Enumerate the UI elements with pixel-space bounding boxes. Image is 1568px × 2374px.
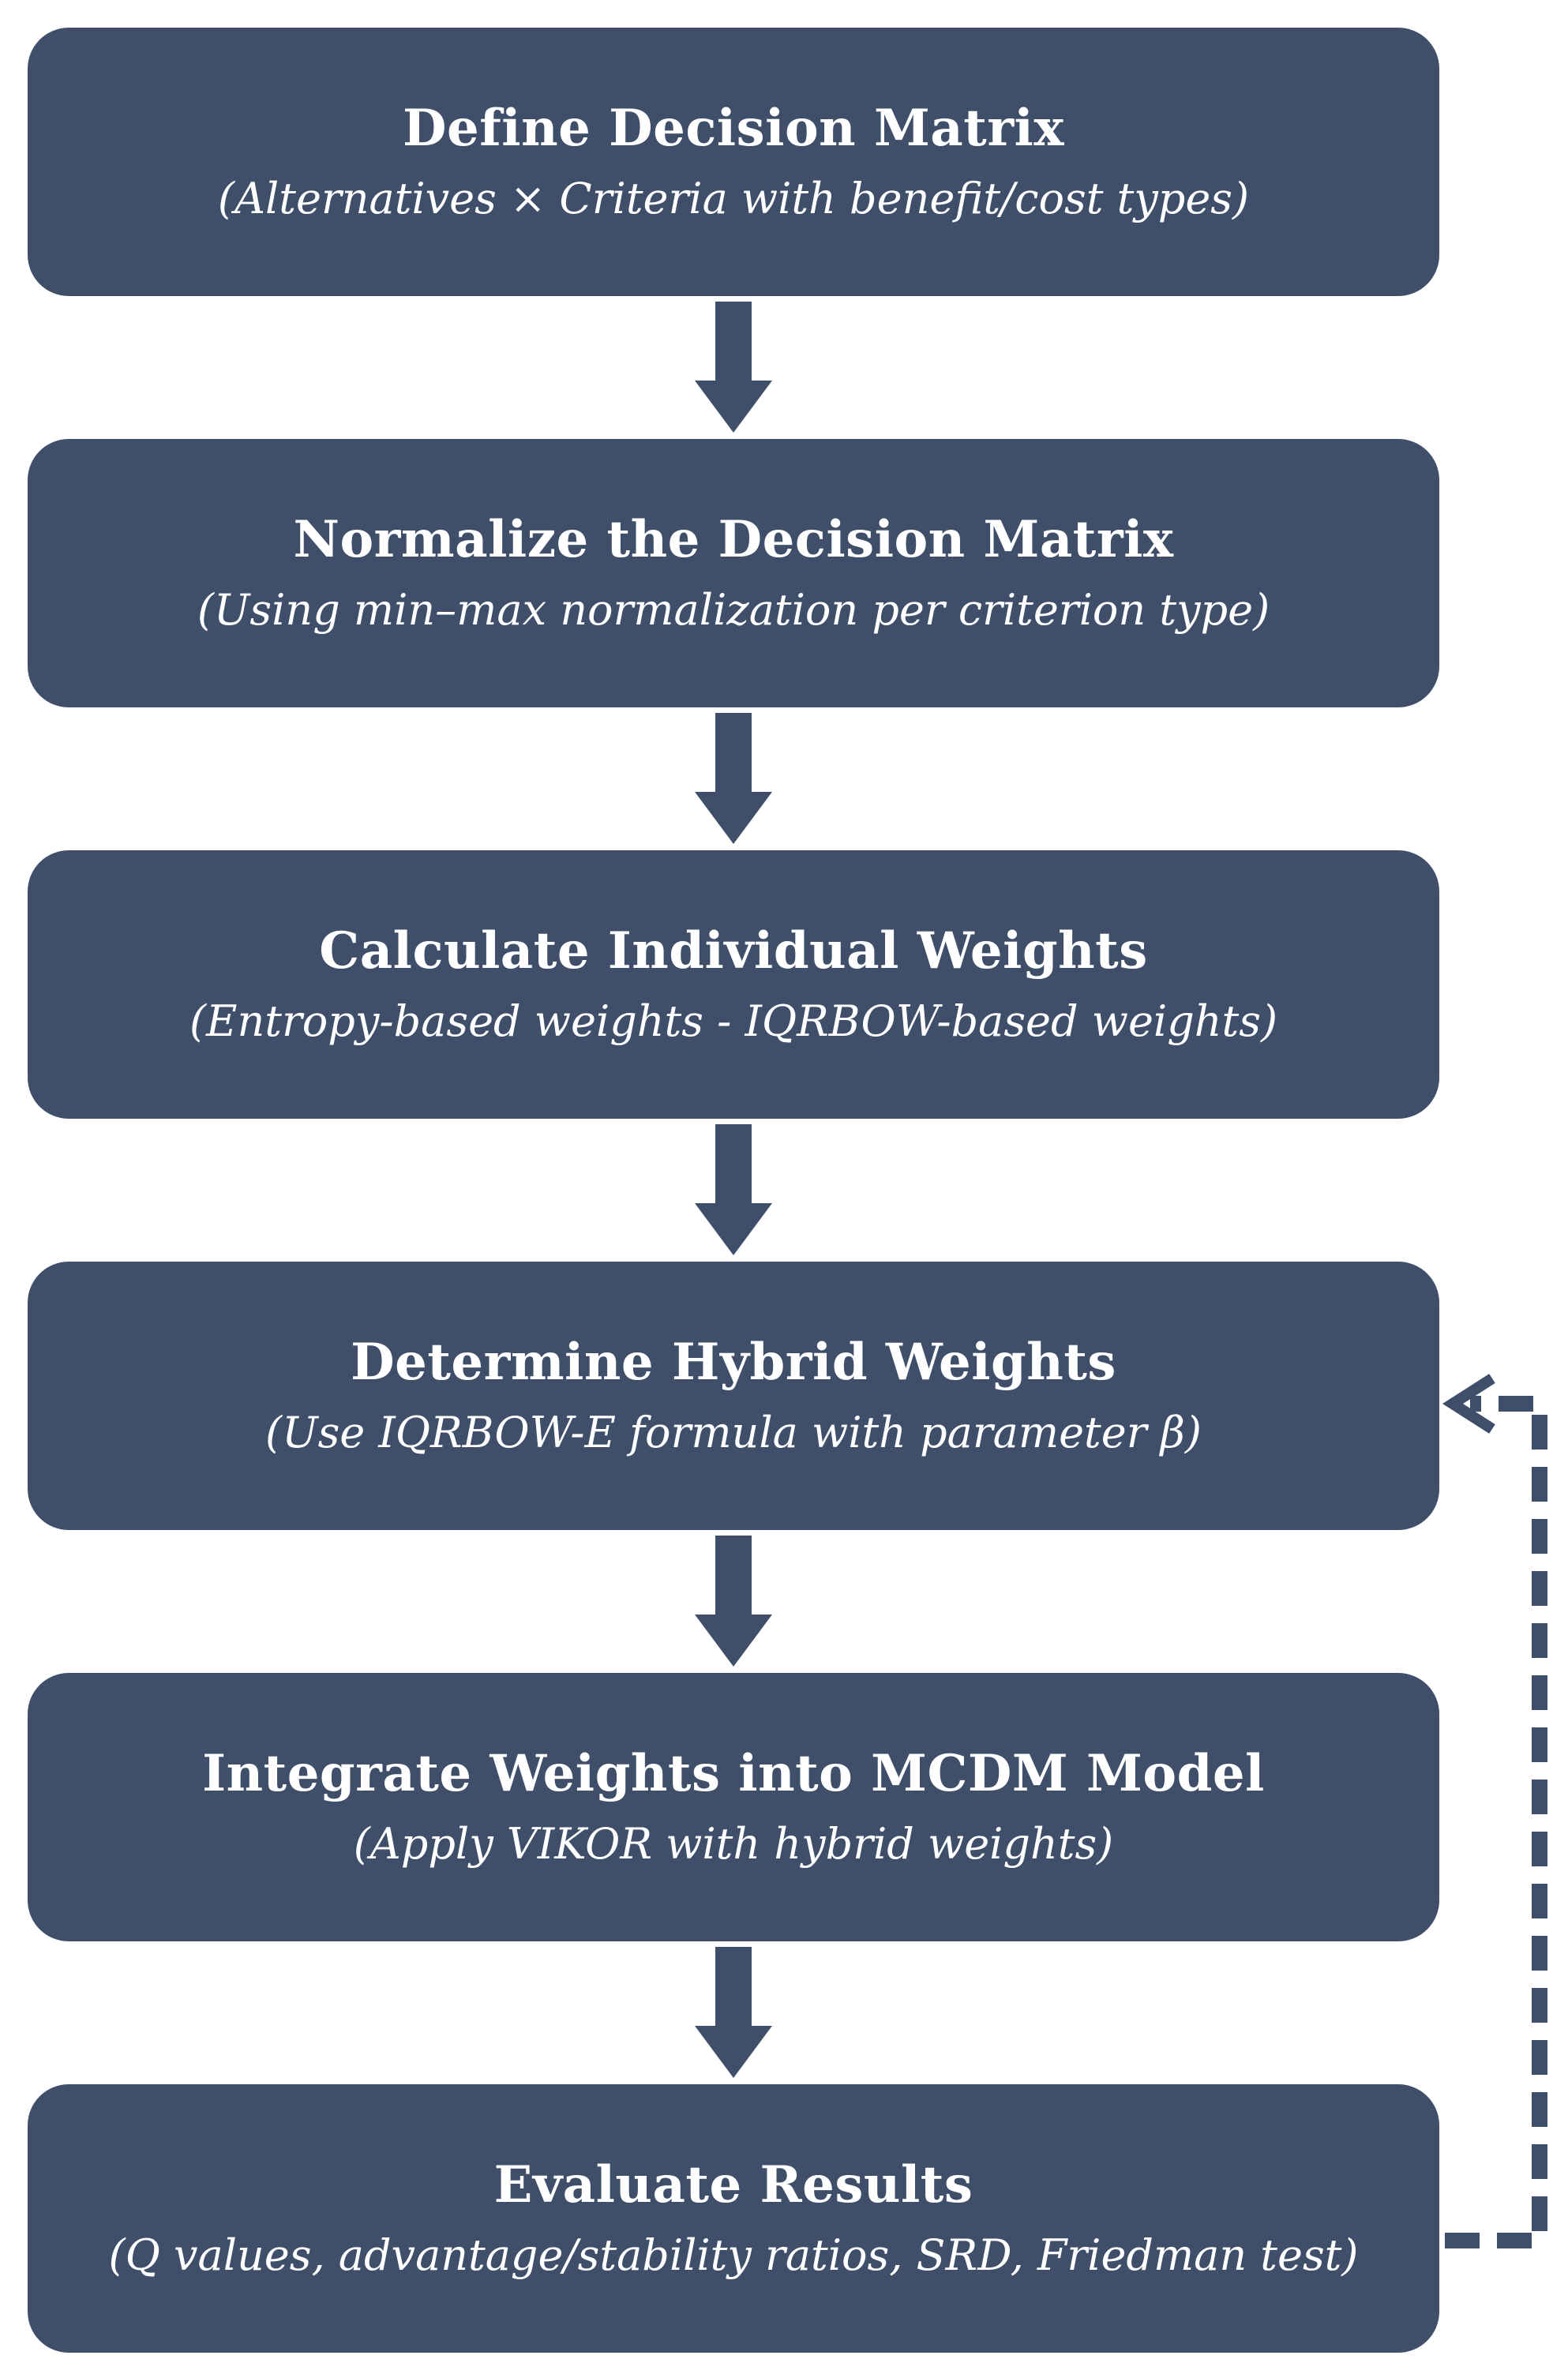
step-title: Define Decision Matrix [403,98,1064,158]
step-subtitle: (Entropy-based weights - IQRBOW-based we… [189,996,1278,1046]
step-normalize-decision-matrix: Normalize the Decision Matrix (Using min… [28,439,1439,707]
arrow-shaft [715,1947,752,2026]
down-arrow-2-3 [695,713,772,844]
arrow-shaft [715,713,752,792]
arrow-head [695,381,772,433]
step-evaluate-results: Evaluate Results (Q values, advantage/st… [28,2084,1439,2353]
arrow-head [695,1615,772,1667]
feedback-loop-arrow [1442,1374,1547,2248]
step-title: Calculate Individual Weights [319,921,1148,981]
arrow-shaft [715,302,752,381]
step-title: Normalize the Decision Matrix [293,509,1174,569]
arrow-head [695,1203,772,1255]
arrow-shaft [715,1536,752,1615]
step-subtitle: (Use IQRBOW-E formula with parameter β) [265,1407,1202,1457]
step-title: Integrate Weights into MCDM Model [202,1743,1265,1803]
feedback-dashed-line [1445,1396,1547,2248]
arrow-head [695,792,772,844]
step-title: Evaluate Results [493,2155,973,2215]
step-title: Determine Hybrid Weights [351,1332,1116,1392]
step-integrate-weights-mcdm: Integrate Weights into MCDM Model (Apply… [28,1673,1439,1941]
step-define-decision-matrix: Define Decision Matrix (Alternatives × C… [28,28,1439,296]
down-arrow-1-2 [695,302,772,433]
arrow-head [695,2026,772,2078]
down-arrow-4-5 [695,1536,772,1667]
down-arrow-3-4 [695,1124,772,1255]
step-calculate-individual-weights: Calculate Individual Weights (Entropy-ba… [28,850,1439,1119]
arrow-shaft [715,1124,752,1203]
step-determine-hybrid-weights: Determine Hybrid Weights (Use IQRBOW-E f… [28,1262,1439,1530]
step-subtitle: (Using min–max normalization per criteri… [197,584,1270,635]
feedback-arrow-head [1442,1374,1495,1434]
step-subtitle: (Alternatives × Criteria with benefit/co… [217,173,1250,223]
down-arrow-5-6 [695,1947,772,2078]
step-subtitle: (Apply VIKOR with hybrid weights) [353,1818,1114,1869]
step-subtitle: (Q values, advantage/stability ratios, S… [108,2230,1359,2280]
